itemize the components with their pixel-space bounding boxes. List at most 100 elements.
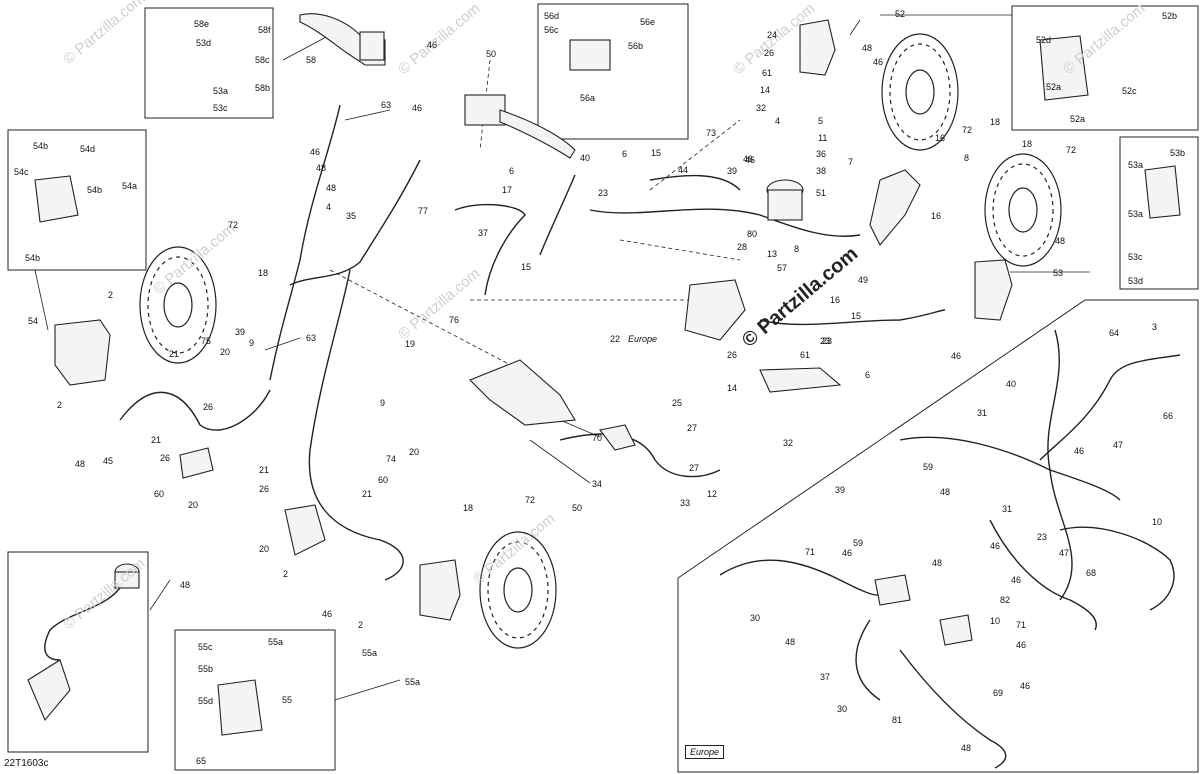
part-label: 23 [598, 188, 609, 198]
part-label: 48 [316, 163, 327, 173]
part-label: 74 [386, 454, 397, 464]
part-label: 36 [816, 149, 827, 159]
inset-caliper-55 [217, 679, 263, 736]
abs-unit-europe-71b [939, 614, 973, 646]
part-label: 32 [783, 438, 794, 448]
part-label: 56d [544, 11, 560, 21]
part-label: 21 [151, 435, 162, 445]
brake-line-left-lower [119, 389, 271, 431]
part-label: 46 [990, 541, 1001, 551]
caliper-left-54 [54, 319, 111, 386]
europe-region-outline [677, 299, 1199, 773]
part-label: 30 [837, 704, 848, 714]
part-label: 34 [592, 479, 603, 489]
part-label: 55 [282, 695, 293, 705]
brake-line-63-main [308, 269, 404, 581]
brake-line-69 [855, 619, 881, 701]
part-label: 20 [259, 544, 270, 554]
brake-disc-upper-right [881, 33, 959, 151]
front-lever-master-cylinder [299, 13, 386, 66]
part-label: 55a [268, 637, 284, 647]
part-label: 26 [203, 402, 214, 412]
part-label: 35 [346, 211, 357, 221]
part-label: 53a [1128, 160, 1144, 170]
part-label: 6 [865, 370, 871, 380]
brake-line-50-inset [44, 579, 126, 661]
part-label: 50 [486, 49, 497, 59]
part-label: 64 [1109, 328, 1120, 338]
part-label: 72 [1066, 145, 1077, 155]
inset-box-left-caliper [7, 129, 147, 271]
part-label: 56e [640, 17, 656, 27]
part-label: 59 [853, 538, 864, 548]
part-label: 63 [381, 100, 392, 110]
brake-line-68 [1059, 526, 1175, 611]
part-label: 13 [767, 249, 778, 259]
part-label: 18 [990, 117, 1001, 127]
part-label: 71 [805, 547, 816, 557]
part-label: 48 [1055, 236, 1066, 246]
part-label: 58b [255, 83, 271, 93]
part-label: 44 [678, 165, 689, 175]
inset-box-reservoir-line [7, 551, 149, 753]
part-label: 81 [892, 715, 903, 725]
inset-box-rear-caliper [1119, 136, 1199, 290]
part-label: 18 [463, 503, 474, 513]
part-label: 48 [940, 487, 951, 497]
bracket-73-mount [869, 169, 921, 246]
part-label: 55a [405, 677, 421, 687]
part-label: 47 [1113, 440, 1124, 450]
part-label: 24 [767, 30, 778, 40]
part-label: 23 [1037, 532, 1048, 542]
part-label: 52a [1046, 82, 1062, 92]
part-label: 63 [306, 333, 317, 343]
part-label: 65 [196, 756, 207, 766]
part-label: 46 [1074, 446, 1085, 456]
part-label: 4 [775, 116, 781, 126]
part-label: 2 [283, 569, 289, 579]
part-label: 53a [1128, 209, 1144, 219]
part-label: 46 [322, 609, 333, 619]
part-label: 54b [87, 185, 103, 195]
part-label: 9 [380, 398, 386, 408]
part-label: 52b [1162, 11, 1178, 21]
part-label: 50 [572, 503, 583, 513]
caliper-bottom [419, 559, 461, 621]
part-label: 77 [418, 206, 429, 216]
part-label: 8 [964, 153, 970, 163]
part-label: 22 [610, 334, 621, 344]
part-label: 20 [220, 347, 231, 357]
part-label: 23 [820, 336, 831, 346]
region-tag-europe: Europe [628, 334, 658, 344]
part-label: 21 [362, 489, 373, 499]
part-label: 46 [951, 351, 962, 361]
part-label: 46 [743, 154, 754, 164]
part-label: 58 [306, 55, 317, 65]
part-label: 54a [122, 181, 138, 191]
part-label: 28 [737, 242, 748, 252]
part-label: 53c [1128, 252, 1143, 262]
part-label: 51 [816, 188, 827, 198]
part-label: 46 [427, 40, 438, 50]
part-label: 2 [358, 620, 364, 630]
part-label: 55d [198, 696, 214, 706]
part-label: 4 [326, 202, 332, 212]
part-label: 8 [794, 244, 800, 254]
part-label: 71 [1016, 620, 1027, 630]
brake-line-44 [649, 174, 741, 191]
part-label: 45 [103, 456, 114, 466]
part-label: 39 [727, 166, 738, 176]
callout-dash-pedal [329, 269, 521, 371]
part-label: 19 [405, 339, 416, 349]
part-label: 38 [816, 166, 827, 176]
brake-line-right-57 [759, 309, 946, 326]
part-label: 26 [764, 48, 775, 58]
part-label: 75 [201, 336, 212, 346]
part-label: 46 [842, 548, 853, 558]
cover-60 [284, 504, 326, 556]
part-label: 26 [259, 484, 270, 494]
part-label: 15 [851, 311, 862, 321]
part-label: 60 [378, 475, 389, 485]
caliper-upper-right-52 [799, 19, 836, 76]
part-label: 52a [1070, 114, 1086, 124]
